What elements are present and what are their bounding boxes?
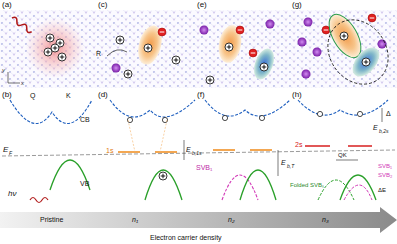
band-label: SVB₂	[378, 172, 392, 178]
panel-letter: (a)	[2, 1, 12, 9]
energy-symbol: E	[3, 146, 8, 154]
axis-label: Pristine	[40, 216, 63, 223]
energy-subscript: b,2s	[379, 129, 388, 134]
band-label: CB	[80, 116, 90, 123]
density-label: n₃	[322, 216, 329, 223]
photon-label: hν	[8, 190, 16, 198]
band-label: SVB₁	[196, 164, 212, 171]
gap-label: Δ	[386, 110, 391, 117]
panel-letter: (h)	[292, 91, 302, 99]
state-label: 1s	[106, 147, 113, 154]
energy-label: ΔE	[378, 187, 386, 193]
band-label: VB	[80, 180, 89, 187]
axis-label: x	[21, 80, 24, 86]
panel-letter: (e)	[197, 1, 207, 9]
energy-subscript: b,T	[287, 164, 294, 169]
panel-letter: (d)	[98, 91, 108, 99]
band-label: Folded SVBₛ	[290, 182, 324, 188]
ion-label: R	[96, 50, 101, 57]
momentum-label: QK	[338, 152, 347, 158]
axis-label: y	[2, 67, 5, 73]
panel-letter: (b)	[2, 91, 12, 99]
energy-subscript: F	[9, 151, 12, 156]
valley-label: Q	[30, 92, 35, 99]
energy-subscript: b,1s	[192, 151, 201, 156]
panel-letter: (c)	[98, 1, 107, 9]
energy-symbol: E	[186, 146, 191, 153]
valley-label: K	[66, 92, 71, 99]
axis-title: Electron carrier density	[150, 234, 222, 241]
energy-symbol: E	[281, 159, 286, 166]
panel-letter: (f)	[197, 91, 205, 99]
panel-letter: (g)	[292, 1, 302, 9]
density-label: n₂	[228, 216, 235, 223]
density-label: n₁	[132, 216, 138, 223]
energy-symbol: E	[373, 124, 378, 131]
band-label: SVB₁	[378, 163, 392, 169]
state-label: 2s	[295, 141, 302, 148]
